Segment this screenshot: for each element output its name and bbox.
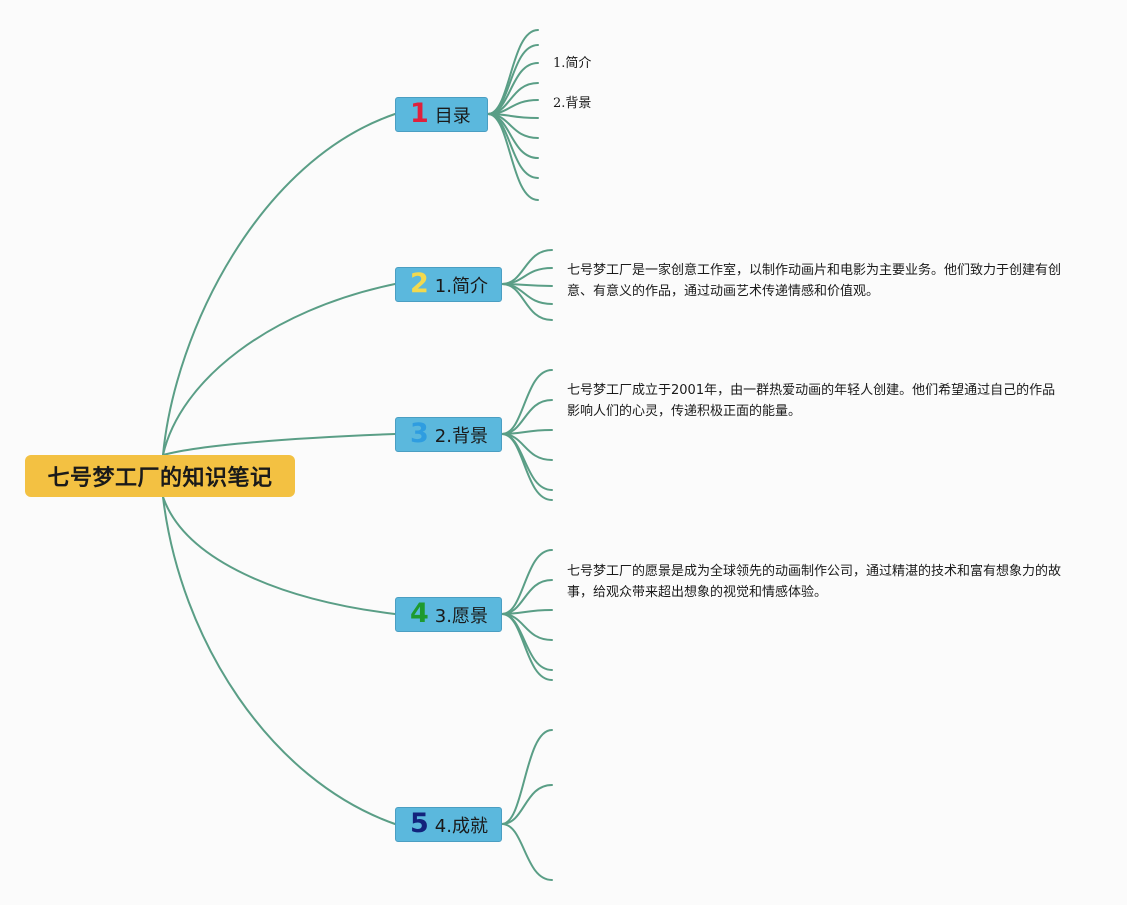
branch-label: 3.愿景 (434, 605, 488, 627)
achievements-leaf-line-3 (501, 823, 553, 881)
branch-label: 4.成就 (434, 815, 488, 837)
branch-label: 1.简介 (434, 275, 488, 297)
background-leaf-line-2 (501, 399, 553, 435)
root-node[interactable]: 七号梦工厂的知识笔记 (25, 455, 295, 497)
root-link-background (162, 433, 396, 456)
vision-leaf-line-5 (501, 613, 553, 671)
branch-label: 目录 (434, 105, 471, 127)
number-5-icon: 5 (410, 808, 429, 839)
branch-node-intro[interactable]: 2 1.简介 (395, 267, 502, 302)
vision-leaf-line-2 (501, 579, 553, 615)
root-link-achievements (162, 496, 396, 825)
achievements-leaf-line-2 (501, 784, 553, 825)
achievements-leaf-line-1 (501, 729, 553, 825)
toc-leaf-line-9 (487, 113, 539, 179)
number-2-icon: 2 (410, 268, 429, 299)
vision-leaf-line-6 (501, 613, 553, 681)
root-link-intro (162, 283, 396, 456)
background-leaf-line-1 (501, 369, 553, 435)
toc-item-background[interactable]: 2.背景 (553, 96, 592, 111)
number-1-icon: 1 (410, 98, 429, 129)
background-leaf-line-6 (501, 433, 553, 501)
vision-description: 七号梦工厂的愿景是成为全球领先的动画制作公司，通过精湛的技术和富有想象力的故事，… (567, 564, 1062, 600)
branch-node-toc[interactable]: 1 目录 (395, 97, 488, 132)
root-link-toc (162, 113, 396, 456)
background-leaf-line-5 (501, 433, 553, 491)
background-description: 七号梦工厂成立于2001年，由一群热爱动画的年轻人创建。他们希望通过自己的作品影… (567, 383, 1056, 419)
root-link-vision (162, 496, 396, 615)
toc-leaf-line-2 (487, 44, 539, 115)
toc-item-intro[interactable]: 1.简介 (553, 56, 592, 71)
intro-leaf-line-4 (501, 283, 553, 305)
number-3-icon: 3 (410, 418, 429, 449)
root-label: 七号梦工厂的知识笔记 (47, 466, 273, 491)
branch-node-background[interactable]: 3 2.背景 (395, 417, 502, 452)
branch-node-achievements[interactable]: 5 4.成就 (395, 807, 502, 842)
vision-leaf-line-1 (501, 549, 553, 615)
number-4-icon: 4 (410, 598, 429, 629)
intro-description: 七号梦工厂是一家创意工作室，以制作动画片和电影为主要业务。他们致力于创建有创意、… (567, 263, 1062, 299)
toc-leaf-line-10 (487, 113, 539, 201)
branch-label: 2.背景 (434, 425, 488, 447)
branch-node-vision[interactable]: 4 3.愿景 (395, 597, 502, 632)
intro-leaf-line-5 (501, 283, 553, 321)
intro-leaf-line-1 (501, 249, 553, 285)
